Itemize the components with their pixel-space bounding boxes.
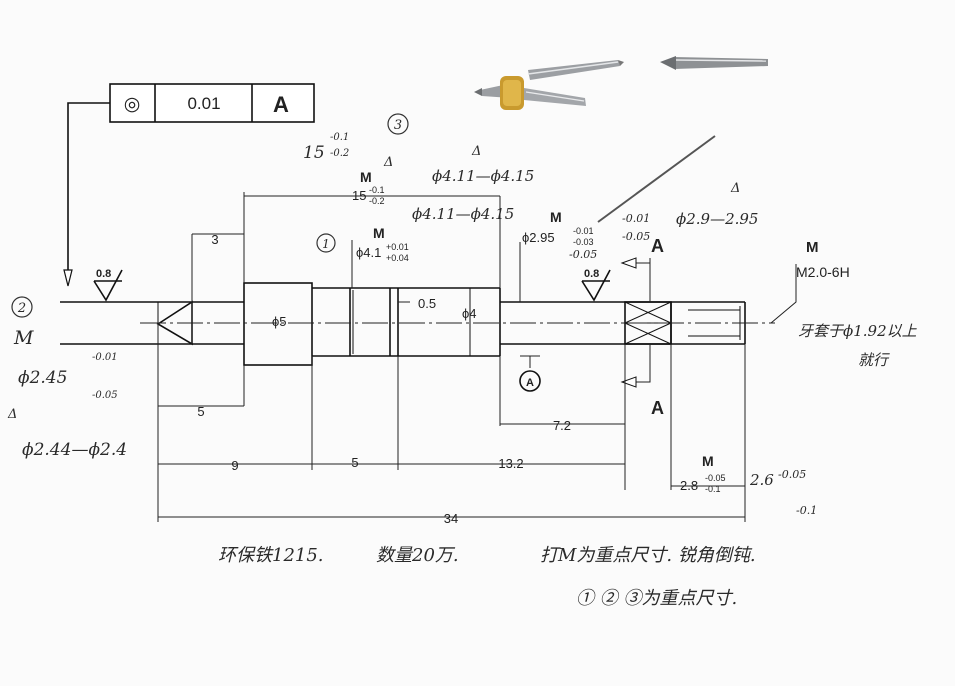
- key-mark-m: M: [702, 453, 714, 469]
- dim-34: 34: [444, 511, 458, 526]
- note-2-45: ϕ2.45: [18, 368, 67, 388]
- handwritten-notes: 3 15 -0.1 -0.2 Δ Δ ϕ4.11—ϕ4.15 ϕ4.11—ϕ4.…: [7, 113, 918, 609]
- note-4-11-b: ϕ4.11—ϕ4.15: [412, 205, 514, 223]
- svg-text:A: A: [651, 398, 664, 418]
- tolerance-value: 0.01: [187, 94, 220, 113]
- note-2-44: ϕ2.44—ϕ2.4: [22, 440, 127, 460]
- note-delta: Δ: [730, 181, 740, 196]
- pin-photo: [527, 60, 624, 80]
- parts-photo: [474, 56, 768, 110]
- note-right-1: 牙套于ϕ1.92以上: [798, 322, 918, 340]
- note-2-9: ϕ2.9—2.95: [676, 210, 758, 228]
- note-delta: Δ: [383, 155, 393, 170]
- dim-2-8-upper: -0.05: [705, 473, 726, 483]
- roughness-symbol-left: 0.8: [93, 268, 123, 302]
- dim-2-8-lower: -0.1: [705, 484, 721, 494]
- dim-15-lower-tol: -0.2: [369, 196, 385, 206]
- concentricity-icon: ◎: [124, 94, 141, 115]
- datum-a-target: A: [519, 355, 541, 392]
- dim-5-left: 5: [197, 404, 204, 419]
- bottom-dimensions: 5 7.2 9 5 13.2 2.8 -0.05 -0.1 M 34: [157, 324, 746, 526]
- note-right-2: 就行: [858, 351, 890, 369]
- dim-2-8: 2.8: [680, 478, 698, 493]
- note-circle-3: 3: [394, 118, 402, 133]
- note-2-95-a: -0.01: [622, 212, 650, 225]
- note-circle-1: 1: [322, 237, 330, 251]
- dim-9: 9: [231, 458, 238, 473]
- note-4-11: ϕ4.11—ϕ4.15: [432, 167, 534, 185]
- top-dimensions: 3 15 -0.1 -0.2 M ϕ4.1 +0.01 +0.04 M 0.5 …: [192, 169, 594, 329]
- note-key-dims-2: ① ② ③为重点尺寸.: [576, 588, 737, 609]
- dim-dia-2-95-lower: -0.03: [573, 237, 594, 247]
- dim-13-2: 13.2: [498, 456, 523, 471]
- dim-7-2: 7.2: [553, 418, 571, 433]
- svg-text:0.8: 0.8: [584, 268, 599, 280]
- dim-dia-2-95-upper: -0.01: [573, 226, 594, 236]
- dim-dia-4-1: ϕ4.1: [356, 245, 381, 260]
- thread-spec: M2.0-6H: [796, 264, 850, 280]
- key-mark-m: M: [373, 225, 385, 241]
- svg-text:A: A: [651, 236, 664, 256]
- key-mark-m: M: [806, 239, 819, 256]
- dim-dia-4-1-lower: +0.04: [386, 253, 409, 263]
- dim-3: 3: [211, 232, 218, 247]
- note-15-upper: -0.1: [330, 132, 349, 143]
- dim-15: 15: [352, 188, 366, 203]
- dim-15-upper-tol: -0.1: [369, 185, 385, 195]
- dim-0-5: 0.5: [418, 296, 436, 311]
- gear-pin-photo: [474, 76, 586, 110]
- note-2-95-c: -0.05: [569, 248, 597, 261]
- note-delta: Δ: [7, 407, 17, 422]
- datum-a-flag-top: A: [620, 236, 664, 302]
- thread-callout: M M2.0-6H: [770, 239, 850, 324]
- dim-dia-5: ϕ5: [272, 314, 287, 329]
- note-key-dims: 打M为重点尺寸. 锐角倒钝.: [540, 545, 756, 566]
- note-15: 15: [303, 143, 325, 163]
- note-circle-2: 2: [17, 301, 26, 316]
- datum-a-flag-bottom: A: [620, 344, 664, 418]
- note-m: M: [13, 327, 34, 349]
- roughness-symbol-right: 0.8: [581, 268, 611, 302]
- svg-text:A: A: [526, 377, 534, 389]
- shaft-outline: [60, 234, 775, 366]
- pin-photo: [660, 56, 768, 70]
- note-2-45-upper: -0.01: [92, 352, 118, 363]
- note-quantity: 数量20万.: [376, 545, 459, 566]
- dim-5-mid: 5: [351, 455, 358, 470]
- feature-control-frame: ◎ 0.01 A: [63, 83, 315, 287]
- svg-text:0.8: 0.8: [96, 268, 111, 280]
- dim-dia-4-1-upper: +0.01: [386, 242, 409, 252]
- note-material: 环保铁1215.: [218, 545, 324, 566]
- note-2-45-lower: -0.05: [92, 390, 118, 401]
- pen-stroke: [597, 135, 716, 223]
- dim-dia-4: ϕ4: [462, 306, 477, 321]
- note-2-6-upper: -0.05: [778, 468, 806, 481]
- note-15-lower: -0.2: [330, 148, 349, 159]
- note-2-95-b: -0.05: [622, 230, 650, 243]
- note-2-6: 2.6: [749, 471, 774, 489]
- datum-reference: A: [273, 92, 289, 117]
- note-2-6-lower: -0.1: [796, 504, 817, 517]
- note-delta: Δ: [471, 144, 481, 159]
- dim-dia-2-95: ϕ2.95: [522, 230, 555, 245]
- key-mark-m: M: [550, 209, 562, 225]
- key-mark-m: M: [360, 169, 372, 185]
